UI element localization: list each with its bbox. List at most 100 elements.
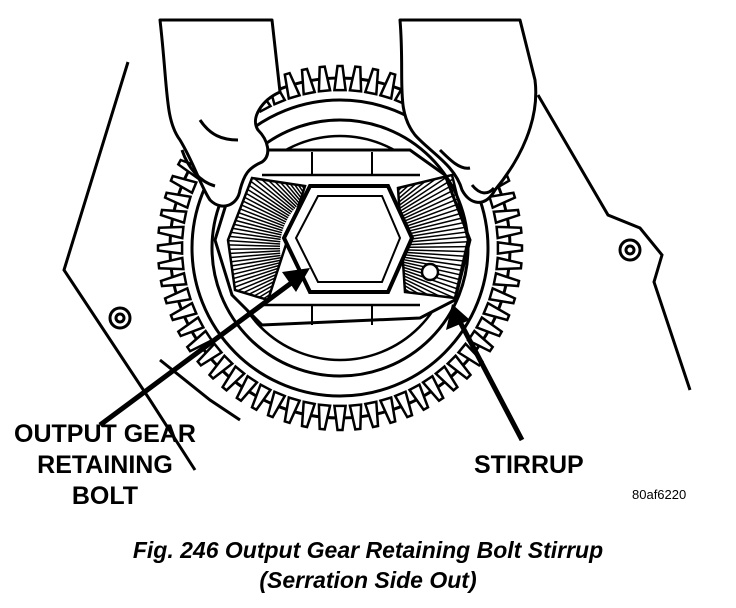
serration-line xyxy=(228,252,281,261)
case-bolt-holes xyxy=(108,238,642,330)
serration-line xyxy=(399,245,468,249)
gear-tooth xyxy=(378,395,397,425)
gear-tooth xyxy=(487,286,517,305)
gear-tooth xyxy=(220,364,247,392)
gear-tooth xyxy=(492,208,521,225)
gear-tooth xyxy=(495,225,523,240)
serration-line xyxy=(228,238,281,245)
serration-line xyxy=(398,175,447,212)
output-gear-label-line3: BOLT xyxy=(71,482,139,510)
serration-line xyxy=(228,218,282,236)
gear-tooth xyxy=(445,353,473,381)
gear-tooth xyxy=(250,382,273,412)
serration-line xyxy=(398,181,459,220)
gear-tooth xyxy=(363,400,380,429)
gear-tooth xyxy=(482,301,511,322)
gear-tooth xyxy=(496,240,524,256)
serration-line xyxy=(228,257,281,270)
gear-tooth xyxy=(495,256,523,271)
gear-tooth xyxy=(283,71,302,101)
serration-line xyxy=(244,178,297,208)
serration-line xyxy=(228,223,282,238)
gear-tooth xyxy=(266,390,287,419)
serration-line xyxy=(228,247,281,251)
gear-tooth xyxy=(176,315,206,338)
serration-line xyxy=(228,259,282,275)
output-gear-retaining-bolt-label: OUTPUT GEAR RETAINING BOLT xyxy=(14,419,196,512)
gear-tooth xyxy=(300,400,317,429)
serration-line xyxy=(228,261,282,280)
serration-line xyxy=(235,178,293,213)
stirrup-arrow xyxy=(446,304,525,442)
gear-tooth xyxy=(363,67,380,96)
gear-tooth xyxy=(169,301,198,322)
gear-tooth xyxy=(157,256,185,271)
serration-line xyxy=(399,248,468,253)
gear-tooth xyxy=(332,64,348,92)
gear-tooth xyxy=(487,191,517,210)
gear-tooth xyxy=(163,286,193,305)
reference-code: 80af6220 xyxy=(632,487,687,502)
gear-tooth xyxy=(196,341,224,368)
serration-line xyxy=(228,209,283,232)
figure-caption: Fig. 246 Output Gear Retaining Bolt Stir… xyxy=(0,535,736,595)
serration-line xyxy=(399,253,468,263)
gear-tooth xyxy=(433,364,460,392)
serration-line xyxy=(399,240,468,246)
gear-tooth xyxy=(378,71,397,101)
serration-line xyxy=(398,190,463,224)
serration-line xyxy=(398,269,466,298)
serration-line xyxy=(398,200,467,228)
gear-tooth xyxy=(300,67,317,96)
serration-line xyxy=(228,233,281,243)
gear-tooth xyxy=(317,65,332,93)
serration-line xyxy=(228,254,281,266)
gear-tooth xyxy=(348,65,363,93)
gear-tooth xyxy=(157,225,185,240)
output-gear-label-line1: OUTPUT GEAR xyxy=(14,420,196,448)
gear-tooth xyxy=(348,403,363,431)
serration-line xyxy=(267,178,305,199)
serration-line xyxy=(259,178,304,202)
serration-line xyxy=(255,178,302,203)
caption-line1: Fig. 246 Output Gear Retaining Bolt Stir… xyxy=(132,537,604,563)
serration-line xyxy=(252,178,301,205)
gear-tooth xyxy=(159,271,188,288)
gear-tooth xyxy=(169,174,198,195)
serration-line xyxy=(228,214,283,234)
caption-line2: (Serration Side Out) xyxy=(259,567,477,593)
gear-tooth xyxy=(492,271,521,288)
serration-line xyxy=(398,205,468,231)
serration-line xyxy=(241,178,296,210)
serration-line xyxy=(238,178,294,211)
serration-line xyxy=(398,210,468,233)
gear-tooth xyxy=(207,353,235,381)
gear-tooth xyxy=(317,403,332,431)
gear-tooth xyxy=(159,208,188,225)
gear-tooth xyxy=(332,404,348,432)
gear-tooth xyxy=(283,395,302,425)
serration-line xyxy=(398,195,465,226)
serration-line xyxy=(263,178,305,200)
gear-tooth xyxy=(163,191,193,210)
gear-tooth xyxy=(407,382,430,412)
gear-tooth xyxy=(393,390,414,419)
gear-tooth xyxy=(156,240,184,256)
gear-tooth xyxy=(235,374,259,403)
serration-line xyxy=(398,177,456,218)
serration-line xyxy=(228,243,281,248)
gear-stirrup-illustration xyxy=(62,18,692,471)
retaining-bolt xyxy=(281,184,415,294)
stirrup-label: STIRRUP xyxy=(474,451,584,479)
serration-line xyxy=(398,186,461,222)
serration-line xyxy=(228,263,283,285)
hands xyxy=(158,18,538,208)
gear-tooth xyxy=(185,329,214,353)
serration-line xyxy=(228,265,284,290)
gear-tooth xyxy=(421,374,445,403)
serration-line xyxy=(228,250,281,256)
serration-line xyxy=(228,228,281,241)
output-gear-bolt-arrow xyxy=(98,268,310,428)
serration-line xyxy=(399,251,468,258)
gear-tooth xyxy=(474,315,504,338)
